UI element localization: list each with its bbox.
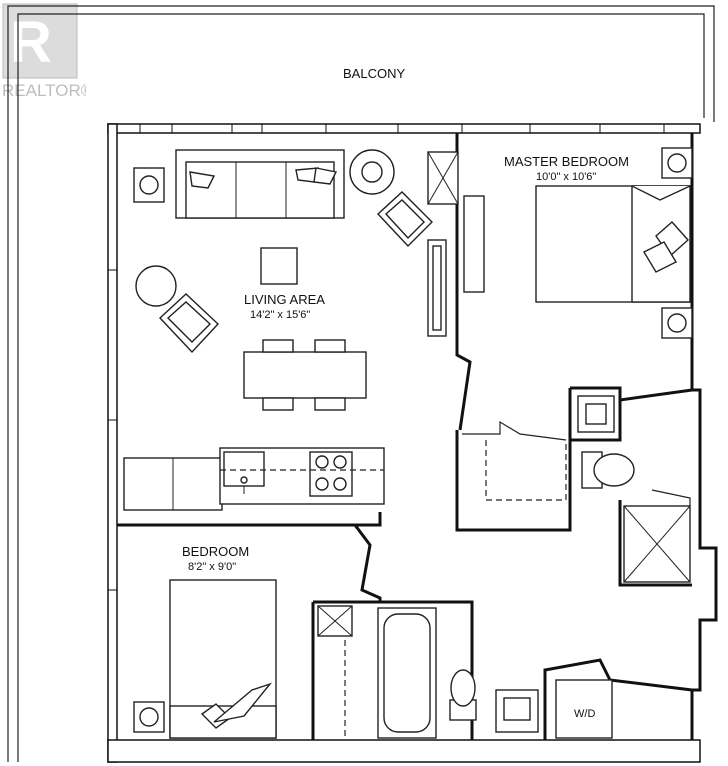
bedroom: BEDROOM 8'2" x 9'0" xyxy=(169,544,277,739)
living-area-label: LIVING AREA xyxy=(244,292,325,307)
second-bathroom xyxy=(377,607,539,739)
bedroom-size: 8'2" x 9'0" xyxy=(188,561,236,573)
living-area-size: 14'2" x 15'6" xyxy=(250,309,310,321)
side-table-lamp xyxy=(349,149,395,195)
balcony: BALCONY xyxy=(7,5,715,762)
main-bathroom xyxy=(577,395,691,583)
kitchen xyxy=(123,447,385,511)
light-fixture-icons xyxy=(133,147,693,733)
sofa xyxy=(175,149,345,219)
realtor-logo: R REALTOR® xyxy=(0,0,94,100)
bedroom-label: BEDROOM xyxy=(182,544,249,559)
exterior-walls xyxy=(107,123,718,763)
armchair-left xyxy=(135,265,219,354)
armchair-top xyxy=(377,191,433,248)
master-bedroom-label: MASTER BEDROOM xyxy=(504,154,629,169)
living-area-text: LIVING AREA 14'2" x 15'6" xyxy=(244,292,325,321)
svg-text:REALTOR®: REALTOR® xyxy=(2,81,86,100)
balcony-label: BALCONY xyxy=(343,66,405,81)
dining-table xyxy=(243,339,367,411)
svg-text:R: R xyxy=(10,10,52,75)
laundry-label: W/D xyxy=(574,708,595,720)
laundry: W/D xyxy=(555,679,613,739)
master-bedroom: MASTER BEDROOM 10'0" x 10'6" xyxy=(463,154,691,303)
master-bedroom-size: 10'0" x 10'6" xyxy=(536,171,596,183)
coffee-table xyxy=(260,247,298,285)
